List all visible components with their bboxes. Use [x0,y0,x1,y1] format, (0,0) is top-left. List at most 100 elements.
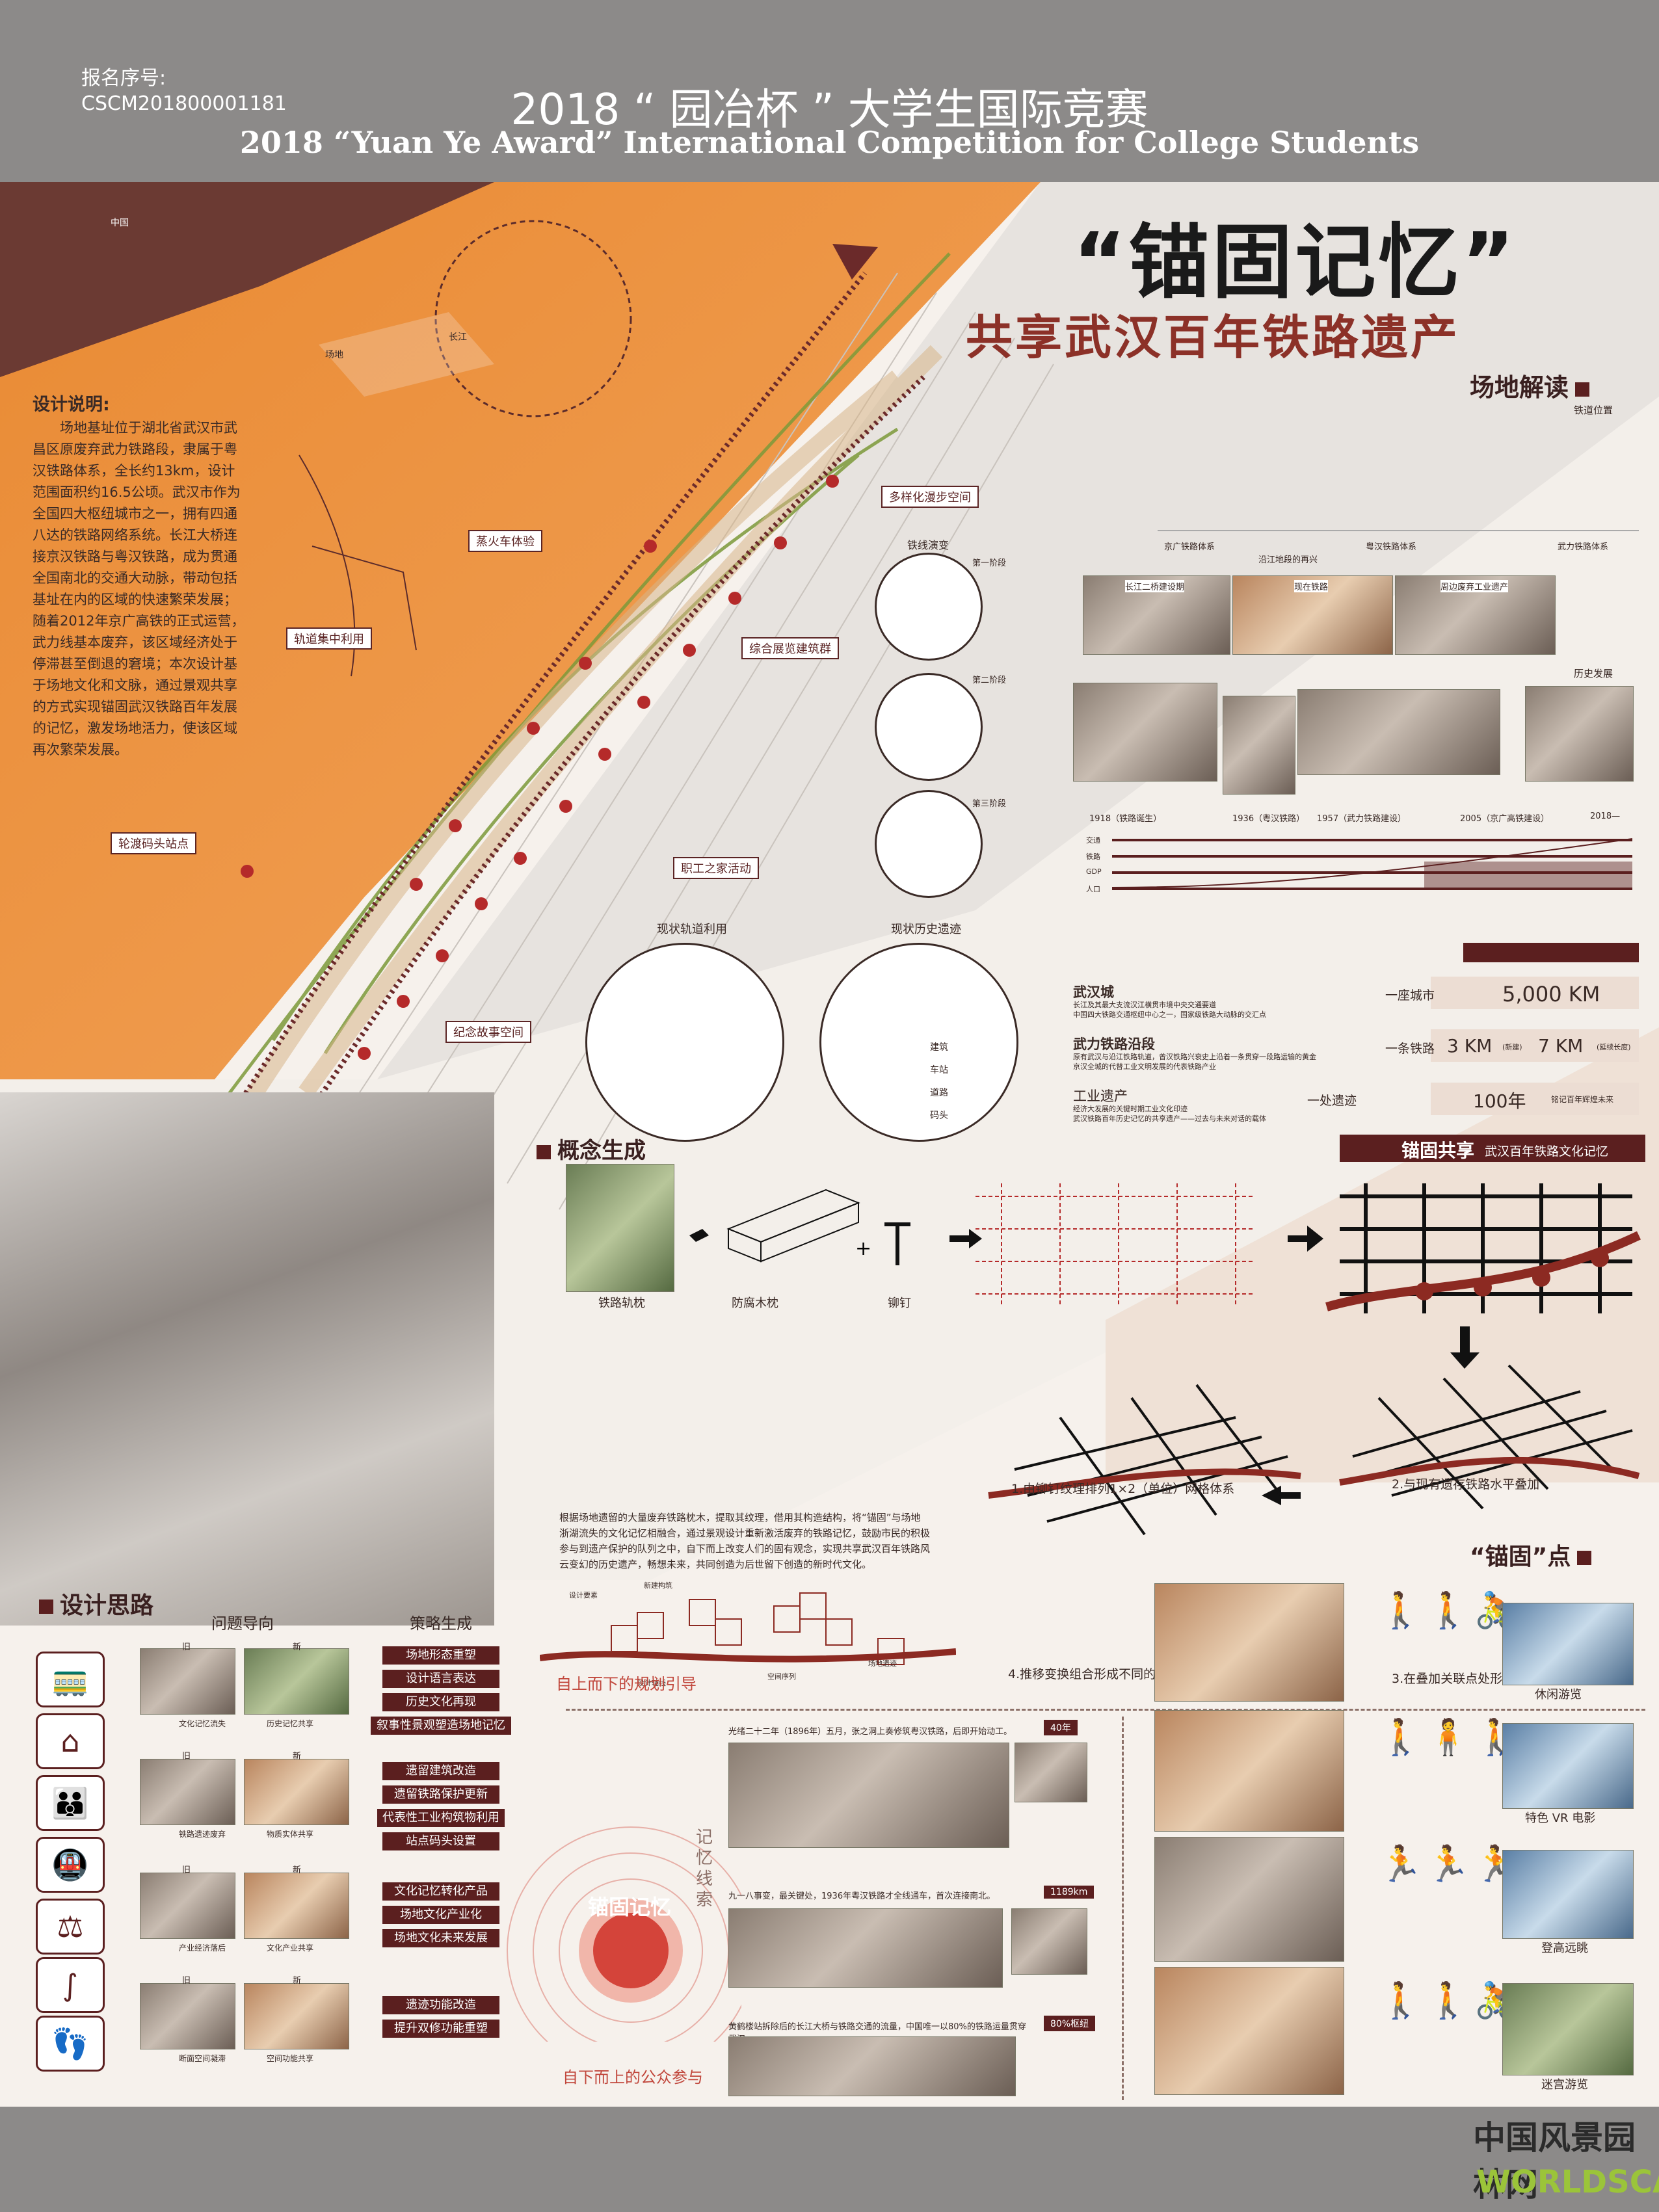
evolution-stage-2-map [875,673,983,781]
diagram-label-axis: 设计轴线 [637,1679,666,1687]
caption-rail-abandoned: 铁路遗迹废弃 [179,1830,226,1839]
plan-label-walk: 多样化漫步空间 [881,486,979,508]
event-1-title: 光绪二十二年（1896年）五月，张之洞上奏修筑粤汉铁路，后即开始动工。 [728,1727,1013,1737]
heritage-tag-road: 道路 [930,1088,948,1098]
stat-band-1 [1431,977,1639,1009]
core-circle-title-wrap: 锚固记忆 [555,1891,704,1921]
strategy-9: 文化记忆转化产品 [382,1882,499,1901]
anchor-label-maze: 迷宫游览 [1541,2078,1588,2092]
stat-railway-unit: (新建) [1502,1043,1522,1051]
stat-band-3 [1431,1083,1639,1115]
label-old-2: 旧 [182,1752,191,1761]
stat-wuhan-key: 一座城市 [1385,988,1435,1003]
event-2-badge: 1189km [1044,1886,1095,1899]
anchor-model-3 [1154,1837,1344,1962]
competition-title-en: 2018 “Yuan Ye Award” International Compe… [239,125,1420,160]
stat-industrial-unit: 铭记百年辉煌未来 [1551,1095,1614,1104]
plan-label-track: 轨道集中利用 [286,627,372,650]
train-icon: 🚃 [36,1652,105,1707]
photo-old-rail [140,1759,235,1825]
event-3-badge: 80%枢纽 [1044,2016,1096,2031]
footer-bar: 中国风景园林网 WORLDSCAPE [0,2107,1659,2212]
people-icons-1: 🚶🚶🚴 [1379,1590,1522,1631]
concept-spatial-diagram [540,1592,956,1665]
chart-row-population: 人口 [1086,885,1100,893]
photo-label-industrial: 周边废弃工业遗产 [1440,580,1509,592]
concept-banner-title: 锚固共享 [1401,1140,1475,1161]
timeline-1918: 1918（铁路诞生） [1089,814,1162,824]
evolution-stage-2-label: 第二阶段 [972,676,1007,685]
memory-core-diagram [507,1826,741,2042]
concept-step-2: 2.与现有遗存铁路水平叠加 [1392,1477,1540,1492]
memory-thread-label: 记忆线索 [696,1828,713,1910]
evolution-stage-3-map [875,790,983,898]
plan-label-exhibit: 综合展览建筑群 [741,637,839,659]
concept-step-1: 1.由铆钉纹理排列1×2（单位）网格体系 [1011,1482,1235,1496]
people-icons-4: 🚶🚶🚴 [1379,1980,1522,2021]
strategy-10: 场地文化产业化 [382,1906,499,1924]
column-problem: 问题导向 [211,1614,274,1633]
caption-space-stagnant: 断面空间凝滞 [179,2054,226,2063]
concept-banner-sub: 武汉百年铁路文化记忆 [1485,1144,1609,1159]
map-label-changjiang: 长江 [449,332,467,343]
footer-logo-en: WORLDSCAPE [1476,2164,1659,2200]
vintage-train-photo [0,1092,494,1626]
svg-text:+: + [855,1237,871,1260]
anchor-label-vr: 特色 VR 电影 [1525,1811,1596,1825]
stat-railway-unit2: (延续长度) [1597,1043,1631,1051]
core-circle-title: 锚固记忆 [587,1895,671,1919]
anchor-model-1 [1154,1583,1344,1702]
people-icons-3: 🏃🏃🏃 [1379,1843,1522,1884]
history-label: 历史发展 [1574,668,1613,679]
strategy-5: 遗留建筑改造 [382,1762,499,1780]
event-1-photo-small [1015,1743,1087,1802]
map-label-china: 中国 [111,218,129,228]
current-heritage-title: 现状历史遗迹 [891,923,961,936]
strategy-1: 场地形态重塑 [382,1646,499,1665]
railway-network-maps [1158,400,1639,531]
concept-grid-diagrams [975,1183,1641,1536]
strategy-13: 提升双修功能重塑 [382,2020,499,2038]
concept-item-sleeper: 铁路轨枕 [598,1297,645,1310]
strategy-11: 场地文化未来发展 [382,1929,499,1947]
stat-railway-desc: 原有武汉与沿江铁路轨道，曾汉铁路兴衰史上沿着一条贯穿一段路运输的黄金 [1073,1053,1316,1061]
photo-lookout [1502,1850,1634,1939]
stat-railway-value2: 7 KM [1538,1035,1584,1057]
map-label-jingguang: 京广铁路体系 [1164,542,1215,552]
stat-railway-key: 一条铁路 [1385,1042,1435,1056]
main-title: “锚固记忆” [1073,216,1517,309]
stat-wuhan-value: 5,000 KM [1502,982,1600,1007]
anchor-model-4 [1154,1967,1344,2095]
label-new-3: 新 [293,1865,302,1875]
photo-leisure [1502,1603,1634,1685]
column-strategy: 策略生成 [410,1614,472,1633]
photo-history-2005 [1525,686,1634,782]
stat-wuhan-desc: 长江及其最大支流汉江横贯市境中央交通要道 [1073,1001,1216,1009]
plan-label-ferry: 轮渡码头站点 [111,832,196,854]
family-icon: 👪 [36,1775,105,1831]
site-reading-heading: 场地解读 [1470,367,1596,403]
main-subtitle: 共享武汉百年铁路遗产 [966,310,1461,365]
thinking-heading: 设计思路 [39,1587,153,1620]
stat-industrial-key: 一处遗迹 [1307,1094,1357,1108]
concept-text: 根据场地遗留的大量废弃铁路枕木，提取其纹理，借用其构造结构，将“锚固”与场地浙湖… [559,1512,931,1570]
caption-space-share: 空间功能共享 [267,2054,314,2063]
stat-band-2 [1431,1029,1639,1062]
stats-header-bar [1463,943,1639,962]
anchor-points-heading: “锚固”点 [1470,1538,1598,1572]
current-track-map [585,943,784,1142]
photo-vr [1502,1723,1634,1809]
design-note-body: 场地基址位于湖北省武汉市武昌区原废弃武力铁路段，隶属于粤汉铁路体系，全长约13k… [33,420,245,757]
evolution-stage-3-label: 第三阶段 [972,799,1007,809]
site-location-label: 铁道位置 [1574,404,1613,416]
heritage-tag-station: 车站 [930,1065,948,1075]
caption-memory-loss: 文化记忆流失 [179,1719,226,1728]
strategy-2: 设计语言表达 [382,1670,499,1688]
caption-memory-share: 历史记忆共享 [267,1719,314,1728]
people-icons-2: 🚶🧍🚶 [1379,1717,1522,1758]
event-1-photo [728,1743,1009,1848]
heritage-tag-building: 建筑 [930,1042,948,1053]
event-3-photo [728,2036,1016,2096]
current-track-title: 现状轨道利用 [657,923,727,936]
concept-banner-bar [1340,1135,1645,1162]
